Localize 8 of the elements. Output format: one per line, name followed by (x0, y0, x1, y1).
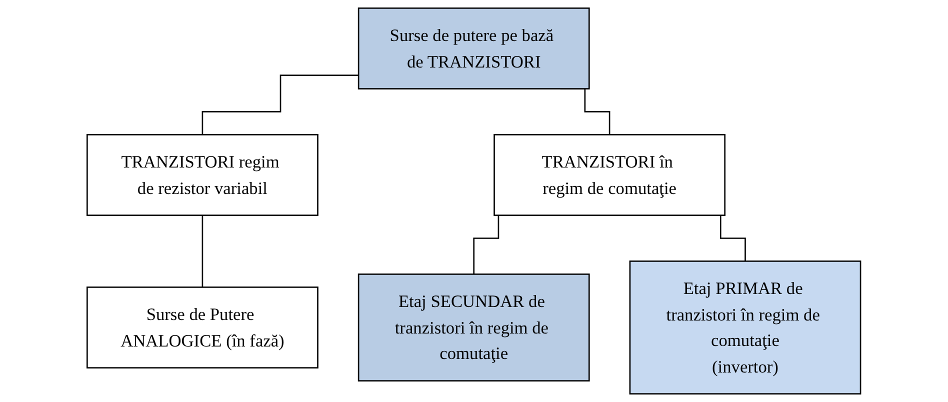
node-box: Surse de putere pe bază de TRANZISTORI (358, 8, 590, 90)
connector (202, 214, 204, 288)
node-box: TRANZISTORI regim de rezistor variabil (86, 134, 319, 216)
node-box: TRANZISTORI în regim de comutaţie (494, 134, 726, 216)
node-box: Etaj PRIMAR de tranzistori în regim de comutaţie (invertor) (629, 260, 862, 394)
node-box: Etaj SECUNDAR de tranzistori în regim de comutaţie (358, 274, 590, 382)
connector (202, 74, 359, 136)
node-box: Surse de Putere ANALOGICE (în fază) (86, 286, 319, 368)
